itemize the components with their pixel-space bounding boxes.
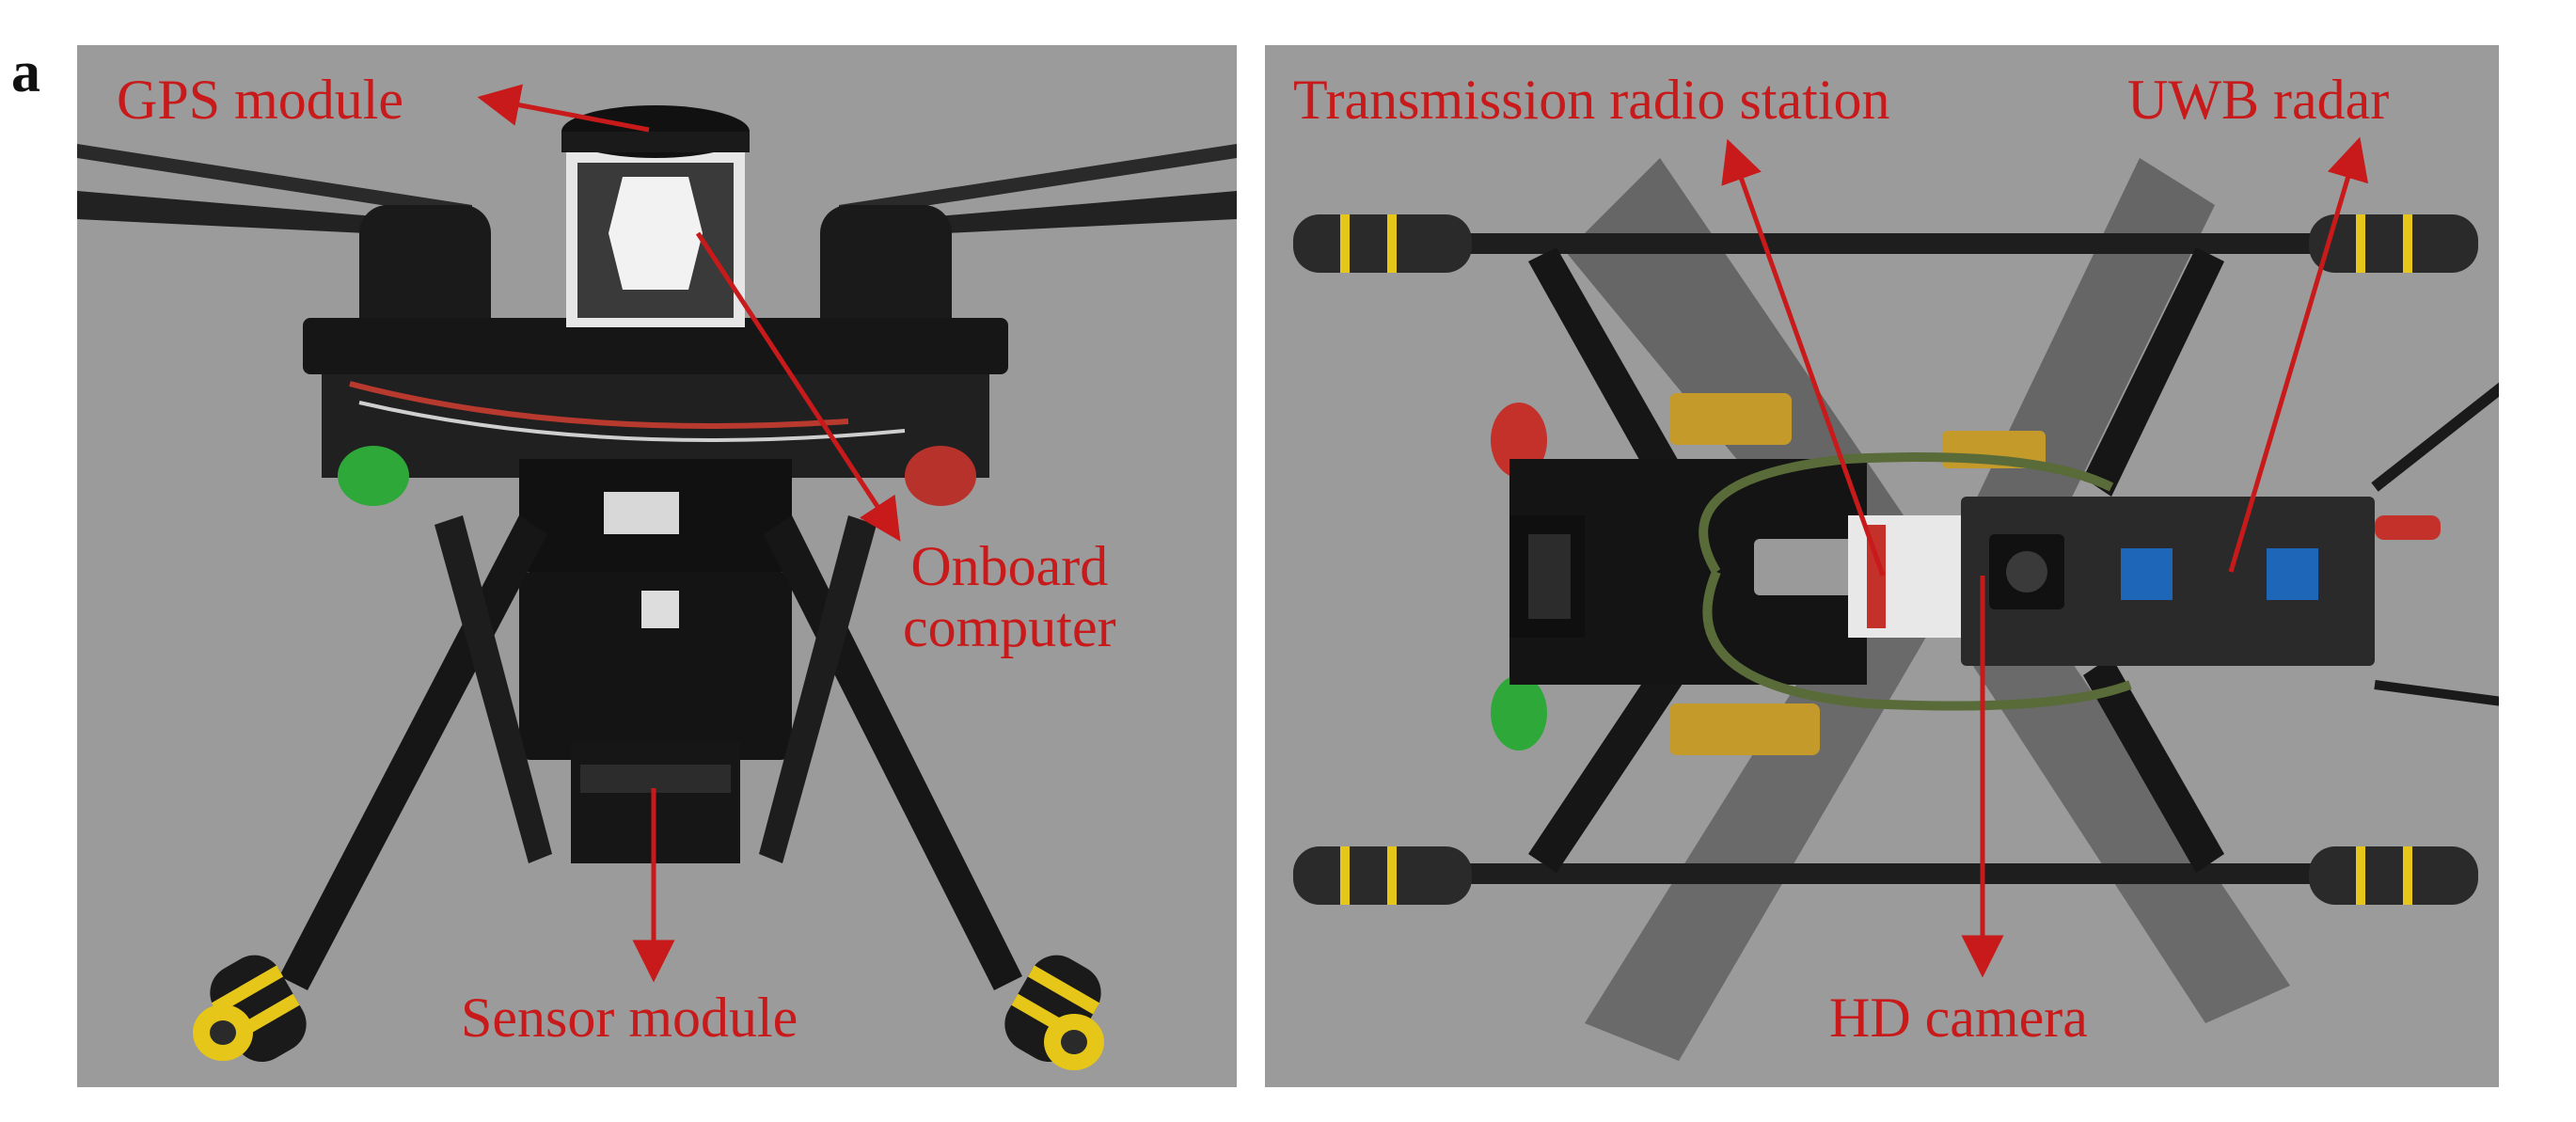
drone-front-photo <box>77 45 1237 1087</box>
label-uwb-radar: UWB radar <box>2127 69 2390 131</box>
label-onboard-computer: Onboard computer <box>903 536 1116 658</box>
skid-grips <box>1293 214 2478 905</box>
label-gps-module: GPS module <box>117 69 404 131</box>
uwb-arrow <box>2228 136 2369 573</box>
transmission-arrow <box>1721 138 1886 577</box>
gps-arrow <box>477 84 650 133</box>
drone-top-photo <box>1265 45 2499 1087</box>
label-onboard-line2: computer <box>903 595 1116 658</box>
drone-top-illustration <box>1293 158 2499 1061</box>
onboard-arrow <box>695 231 901 542</box>
label-transmission-radio-station: Transmission radio station <box>1293 69 1890 131</box>
panel-letter-a: a <box>11 40 40 104</box>
label-sensor-module: Sensor module <box>461 987 798 1049</box>
label-onboard-line1: Onboard <box>910 535 1109 597</box>
drone-front-illustration <box>77 105 1237 1070</box>
label-hd-camera: HD camera <box>1829 987 2088 1049</box>
